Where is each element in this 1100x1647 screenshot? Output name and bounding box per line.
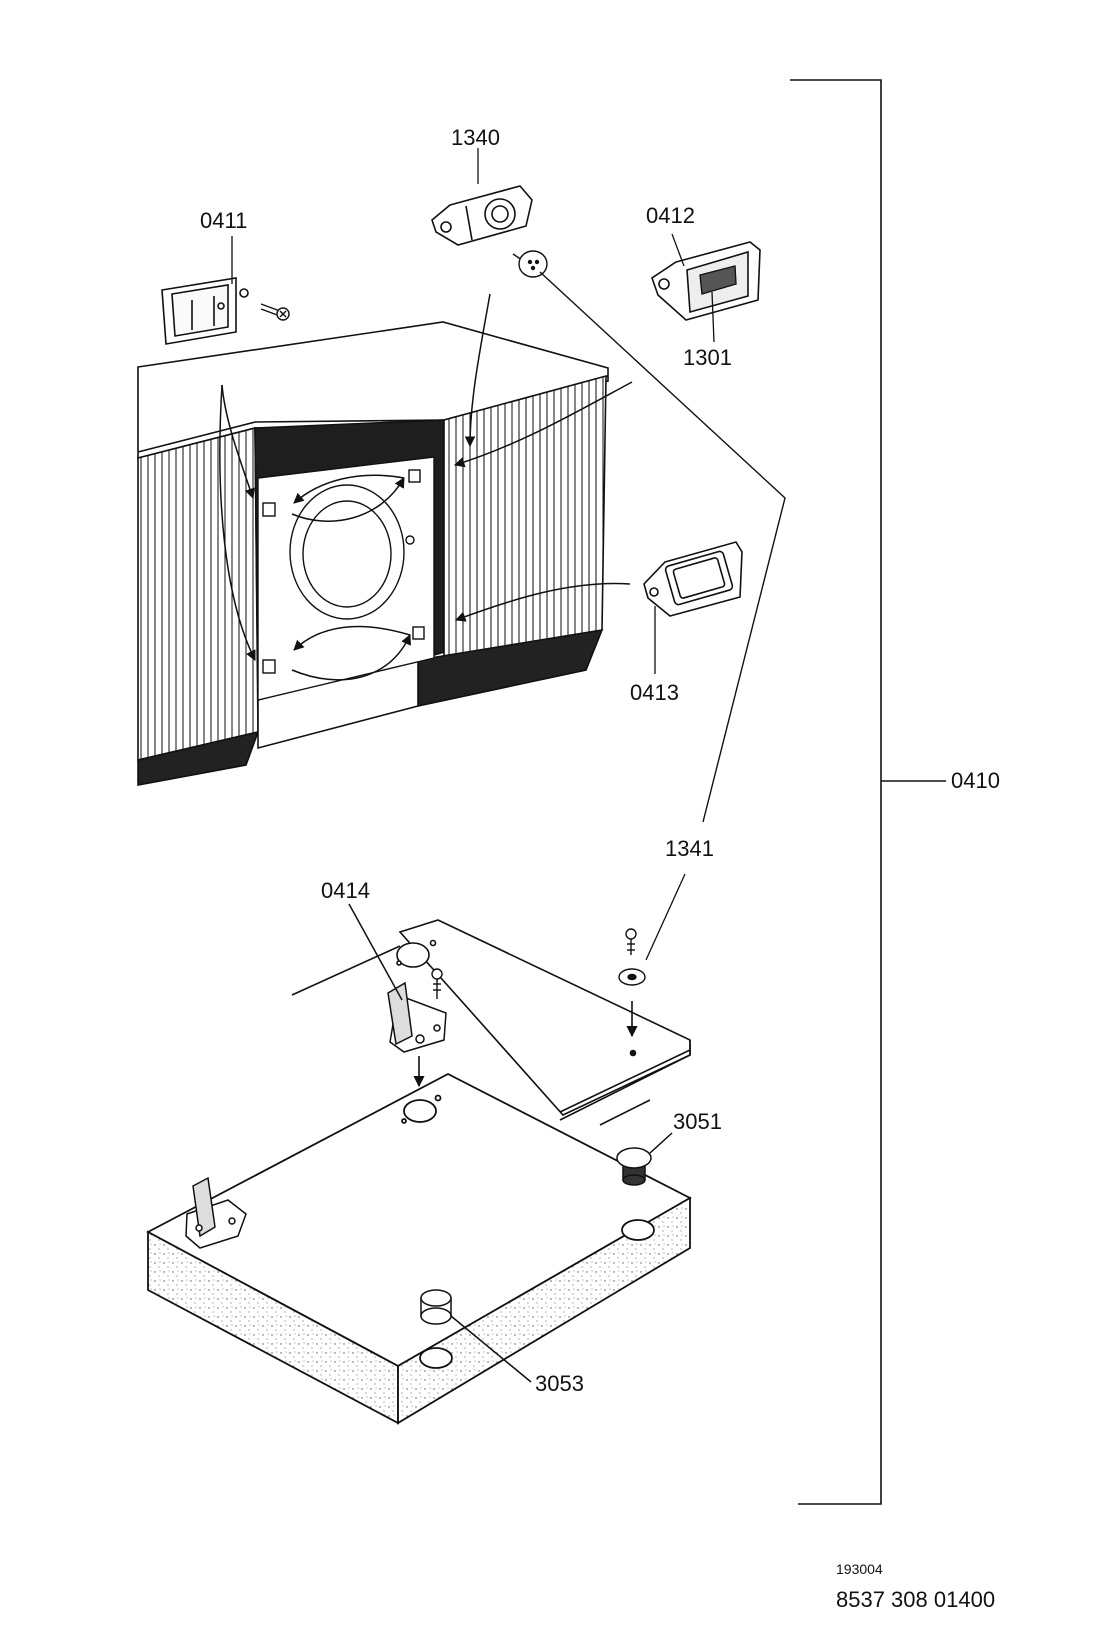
label-3051: 3051	[673, 1109, 722, 1134]
label-0410: 0410	[951, 768, 1000, 793]
label-0411: 0411	[200, 208, 248, 233]
assembly-arrows	[219, 293, 633, 681]
label-0412: 0412	[646, 203, 695, 228]
part-0414-hinge	[348, 903, 447, 1053]
label-0413: 0413	[630, 680, 679, 705]
leaders-top-right	[231, 148, 715, 343]
washing-machine-front	[257, 456, 435, 701]
label-1301: 1301	[683, 345, 732, 370]
label-1340: 1340	[451, 125, 500, 150]
part-3051-foot	[616, 1132, 673, 1186]
leader-1341	[539, 271, 786, 823]
part-1341-knob	[512, 250, 548, 278]
part-number: 8537 308 01400	[836, 1587, 996, 1612]
part-0411-bracket	[161, 277, 249, 345]
screw-washer-1341	[618, 928, 646, 986]
drawing-number: 193004	[836, 1561, 883, 1577]
upper-base-plate	[291, 919, 691, 1126]
part-1340-plate	[431, 185, 533, 246]
lower-base-plate	[146, 1072, 692, 1425]
lower-hinge	[185, 1176, 247, 1249]
leader-1341-lower	[645, 873, 686, 961]
screw-0411	[260, 303, 290, 321]
part-1301-latch	[699, 265, 737, 295]
label-1341: 1341	[665, 836, 714, 861]
part-0413-plate	[643, 541, 743, 617]
part-3053-plug	[420, 1289, 532, 1383]
label-0414: 0414	[321, 878, 370, 903]
screw-0414	[431, 968, 443, 999]
label-3053: 3053	[535, 1371, 584, 1396]
kit-bracket	[790, 79, 946, 1505]
